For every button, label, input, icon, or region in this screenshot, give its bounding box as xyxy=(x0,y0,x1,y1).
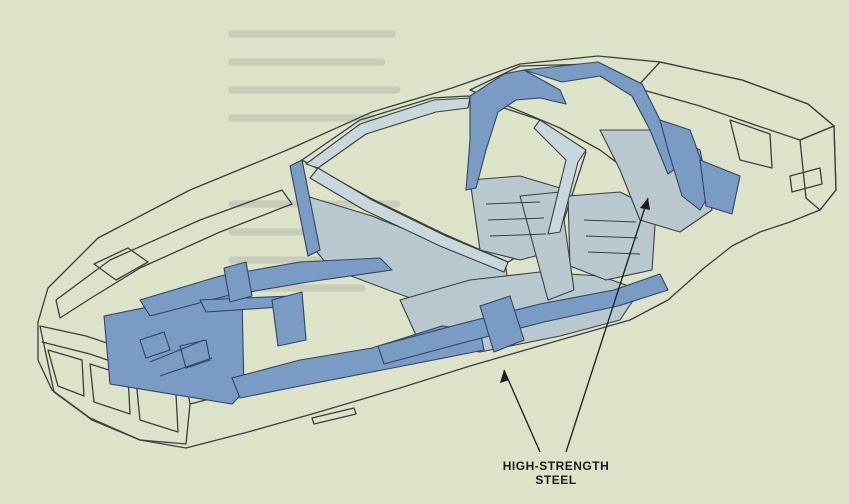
spring-tower-right xyxy=(271,291,307,347)
callout-leader-right xyxy=(565,197,649,453)
grille-left xyxy=(47,349,85,397)
callout-leader-left xyxy=(503,369,541,453)
callout-arrowhead-right xyxy=(640,198,650,210)
windshield-frame-header xyxy=(305,97,471,169)
floor-rib xyxy=(585,235,639,239)
callout-line-2: STEEL xyxy=(535,473,577,487)
callout-line-1: HIGH-STRENGTH xyxy=(502,459,610,473)
roof-rail xyxy=(523,61,677,175)
crossmember-brace xyxy=(159,357,213,377)
taillight xyxy=(789,167,823,193)
hood-vent xyxy=(93,247,149,281)
crossmember-hole xyxy=(139,331,171,359)
windshield-frame-side xyxy=(309,167,509,273)
floor-rib xyxy=(485,201,541,205)
floor-rib xyxy=(489,233,547,237)
car-body-outline xyxy=(37,55,837,449)
crossmember-brace xyxy=(149,339,205,363)
a-pillar-right xyxy=(533,119,587,235)
crossmember-hole xyxy=(179,339,211,369)
rear-quarter-window xyxy=(729,119,773,169)
windshield-outline xyxy=(301,95,587,263)
spring-tower-left xyxy=(223,261,253,303)
c-pillar xyxy=(659,119,713,211)
floor-rib xyxy=(487,217,545,221)
floor-rib xyxy=(583,219,637,223)
rear-torque-box xyxy=(699,159,741,215)
hood-panel xyxy=(55,189,293,319)
hinge-pillar xyxy=(479,295,525,353)
a-pillar-left xyxy=(289,159,321,257)
high-strength-steel-callout: HIGH-STRENGTH STEEL xyxy=(486,459,626,487)
door-handle-slot xyxy=(311,407,357,425)
callout-arrowhead-left xyxy=(500,370,509,383)
floor-rib xyxy=(587,251,641,255)
